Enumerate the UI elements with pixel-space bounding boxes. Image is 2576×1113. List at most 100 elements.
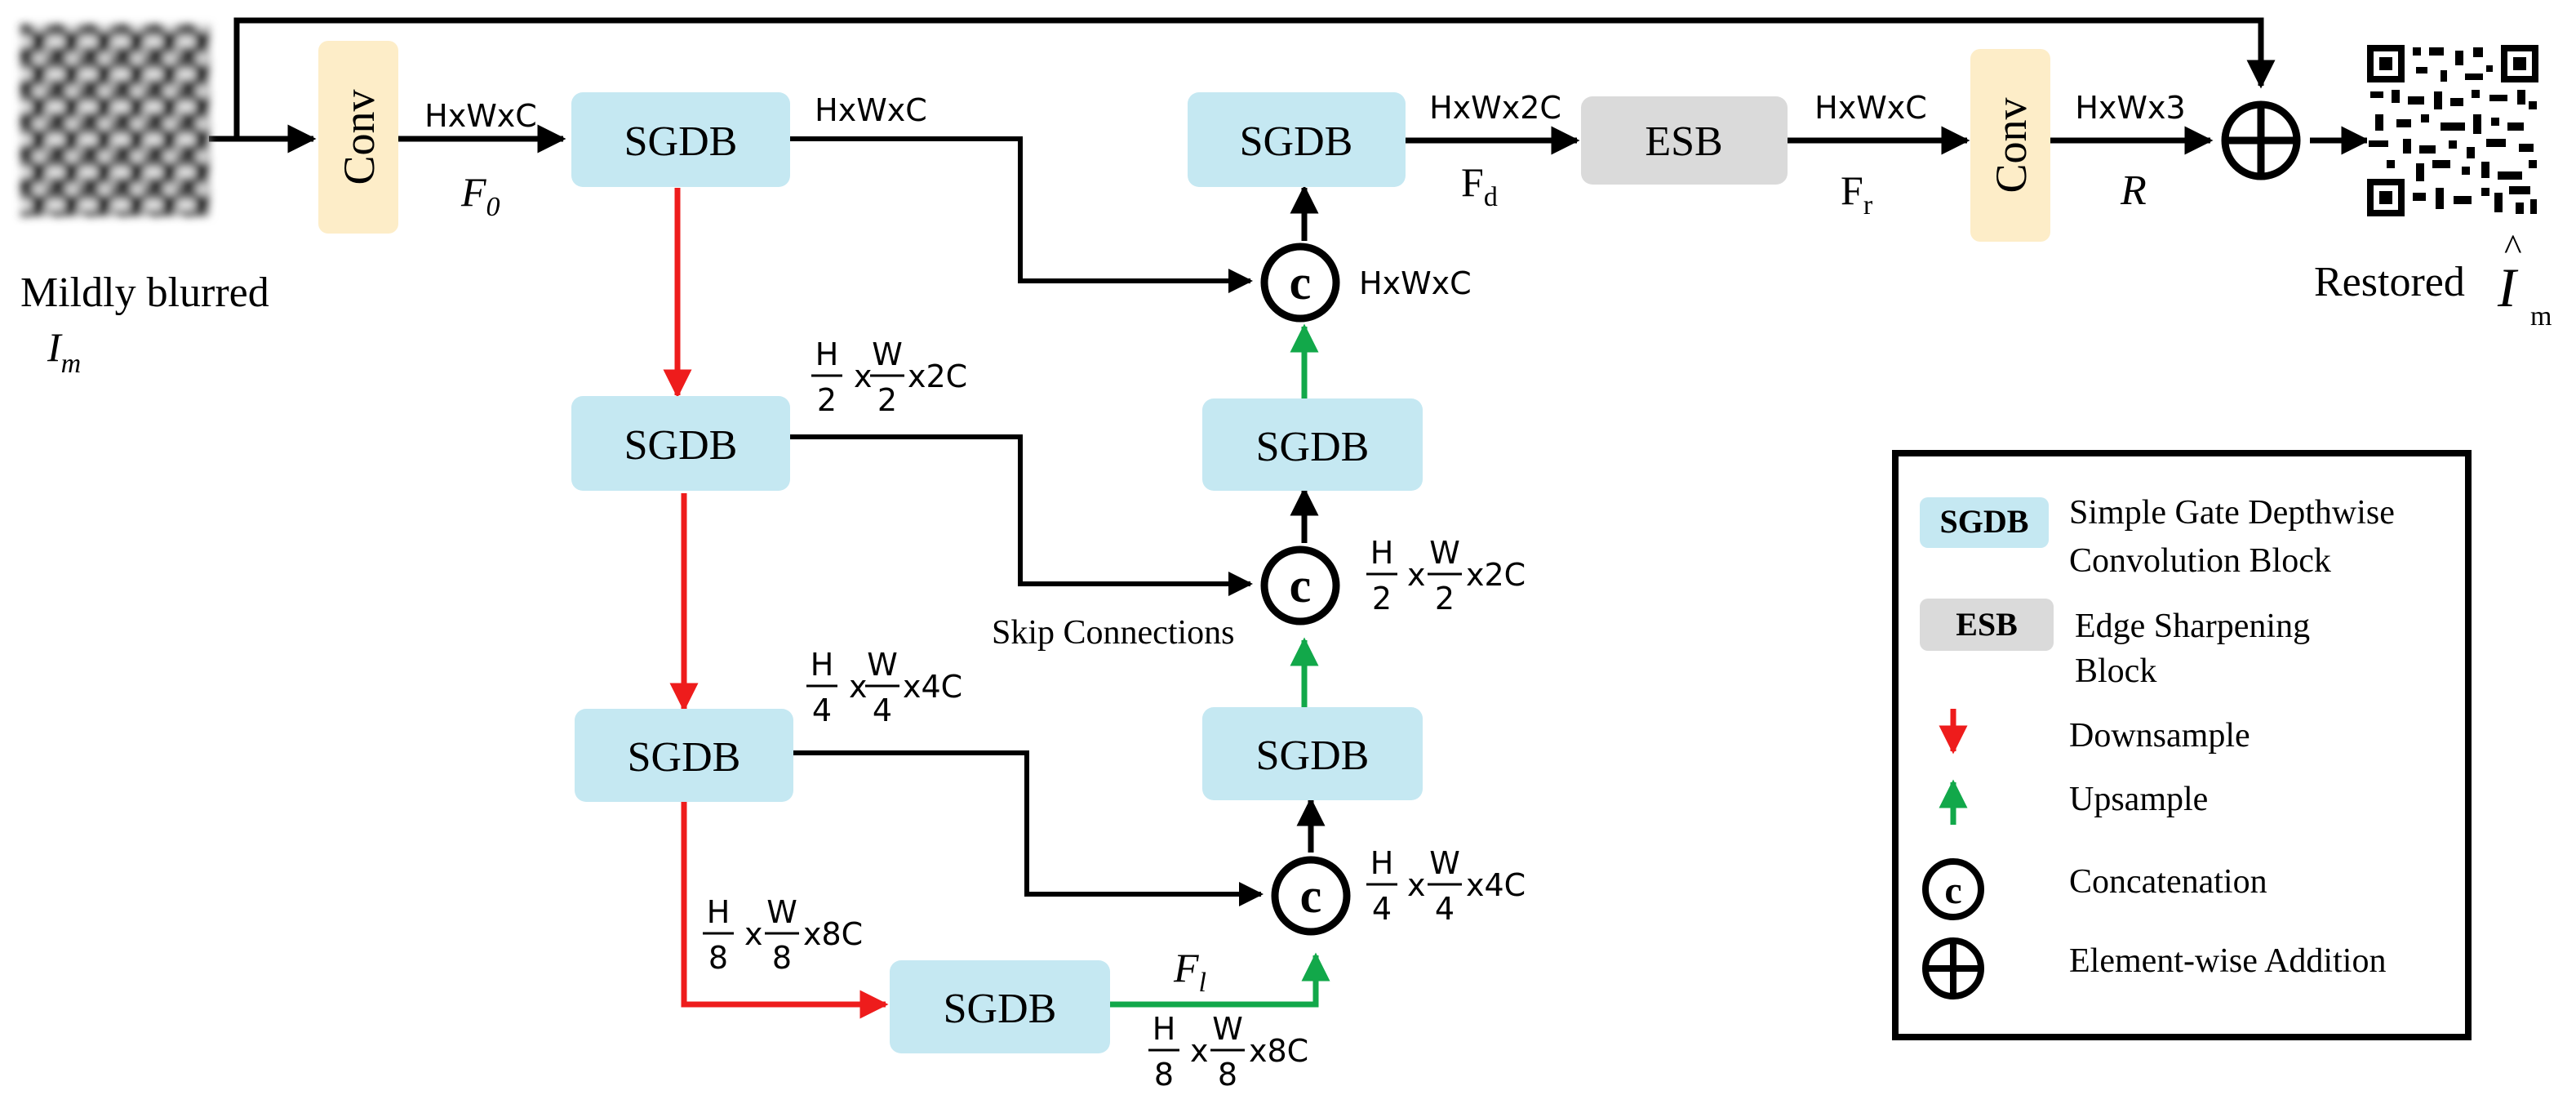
svg-text:x8C: x8C bbox=[1249, 1033, 1308, 1069]
legend-sgdb-key: SGDB bbox=[1940, 503, 2029, 540]
conv-block-input bbox=[318, 41, 398, 234]
svg-text:4: 4 bbox=[1435, 891, 1455, 927]
svg-text:H: H bbox=[707, 894, 731, 930]
legend-concatenation: Concatenation bbox=[2069, 863, 2267, 901]
upsample-arrow-1 bbox=[1110, 952, 1330, 1008]
svg-text:x: x bbox=[1190, 1033, 1209, 1069]
downsample-arrow-3 bbox=[681, 799, 889, 1019]
svg-text:SGDB: SGDB bbox=[1256, 424, 1370, 470]
svg-text:2: 2 bbox=[817, 382, 837, 418]
legend-esb-desc-2: Block bbox=[2075, 652, 2156, 690]
legend-addition-icon bbox=[1922, 937, 1984, 999]
svg-text:2: 2 bbox=[877, 382, 897, 418]
svg-text:SGDB: SGDB bbox=[624, 118, 738, 165]
output-symbol-hat: ^ bbox=[2504, 226, 2522, 268]
sgdb-encoder-3: SGDB bbox=[575, 709, 793, 802]
svg-text:W: W bbox=[1212, 1011, 1243, 1047]
conv-label-output: Conv bbox=[1987, 97, 2036, 193]
conv-label-input: Conv bbox=[335, 89, 384, 185]
svg-text:x8C: x8C bbox=[803, 916, 863, 952]
fl-label: Fl bbox=[1173, 945, 1206, 998]
input-caption: Mildly blurred bbox=[20, 269, 269, 316]
svg-text:x: x bbox=[854, 358, 873, 394]
dim-label-fr: HxWxC bbox=[1814, 90, 1927, 126]
svg-text:c: c bbox=[1290, 256, 1312, 309]
svg-text:8: 8 bbox=[1154, 1057, 1174, 1093]
conv-block-output bbox=[1970, 49, 2050, 242]
svg-text:4: 4 bbox=[812, 692, 832, 728]
sgdb-bottleneck: SGDB bbox=[890, 960, 1110, 1053]
dim-label-enc4: H 8 x W 8 x8C bbox=[703, 894, 863, 976]
svg-text:c: c bbox=[1300, 869, 1322, 923]
concat-node-1: c bbox=[1260, 243, 1340, 323]
svg-text:x: x bbox=[1407, 557, 1426, 593]
skip-connections-label: Skip Connections bbox=[992, 614, 1235, 652]
dim-label-concat2: H 2 x W 2 x2C bbox=[1366, 535, 1526, 617]
concat-node-3: c bbox=[1271, 856, 1351, 936]
svg-text:4: 4 bbox=[1372, 891, 1392, 927]
esb-block: ESB bbox=[1581, 96, 1788, 185]
svg-text:W: W bbox=[1429, 845, 1460, 881]
svg-text:W: W bbox=[1429, 535, 1460, 571]
legend-sgdb-desc-2: Convolution Block bbox=[2069, 542, 2331, 580]
svg-text:SGDB: SGDB bbox=[628, 734, 741, 781]
sgdb-decoder-3: SGDB bbox=[1202, 707, 1423, 800]
dim-label-enc3: H 4 x W 4 x4C bbox=[806, 647, 962, 728]
dim-label-concat1: HxWxC bbox=[1359, 265, 1472, 301]
svg-text:x2C: x2C bbox=[1466, 557, 1526, 593]
svg-text:SGDB: SGDB bbox=[624, 422, 738, 469]
restored-qr-image bbox=[2367, 45, 2538, 216]
dim-label-r: HxWx3 bbox=[2075, 90, 2185, 126]
legend-addition: Element-wise Addition bbox=[2069, 942, 2386, 980]
legend-esb-swatch bbox=[1920, 599, 2054, 651]
concat-node-2: c bbox=[1260, 545, 1340, 626]
r-label: R bbox=[2120, 167, 2147, 214]
svg-text:c: c bbox=[1290, 559, 1312, 612]
legend-upsample: Upsample bbox=[2069, 781, 2208, 818]
legend-concat-icon bbox=[1922, 858, 1984, 920]
fr-label: Fr bbox=[1841, 167, 1873, 220]
legend-esb-key: ESB bbox=[1956, 606, 2018, 643]
legend-esb-desc-1: Edge Sharpening bbox=[2075, 608, 2310, 645]
svg-text:4: 4 bbox=[873, 692, 892, 728]
svg-text:SGDB: SGDB bbox=[1256, 732, 1370, 779]
svg-text:8: 8 bbox=[1218, 1057, 1237, 1093]
svg-text:c: c bbox=[1944, 869, 1961, 912]
output-symbol-sub: m bbox=[2530, 301, 2552, 332]
input-symbol: Im bbox=[47, 324, 81, 379]
svg-text:SGDB: SGDB bbox=[944, 986, 1057, 1032]
svg-text:2: 2 bbox=[1435, 581, 1455, 617]
dim-label-concat3: H 4 x W 4 x4C bbox=[1366, 845, 1526, 927]
output-symbol: I bbox=[2497, 256, 2519, 318]
svg-text:H: H bbox=[1153, 1011, 1176, 1047]
sgdb-decoder-2: SGDB bbox=[1202, 398, 1423, 491]
input-blurred-image bbox=[20, 24, 210, 216]
svg-text:x: x bbox=[744, 916, 763, 952]
svg-text:x: x bbox=[849, 669, 868, 705]
dim-label-bottleneck: H 8 x W 8 x8C bbox=[1148, 1011, 1308, 1093]
legend-sgdb-swatch bbox=[1920, 497, 2049, 548]
dim-label-conv-out: HxWxC bbox=[424, 98, 537, 134]
svg-text:8: 8 bbox=[772, 940, 792, 976]
svg-text:8: 8 bbox=[708, 940, 728, 976]
svg-text:H: H bbox=[811, 647, 834, 683]
sgdb-decoder-1: SGDB bbox=[1188, 92, 1406, 187]
svg-text:x4C: x4C bbox=[903, 669, 962, 705]
legend-downsample: Downsample bbox=[2069, 717, 2250, 755]
svg-text:W: W bbox=[766, 894, 797, 930]
dim-label-fd: HxWx2C bbox=[1429, 90, 1561, 126]
connectors bbox=[209, 17, 2370, 1019]
dim-label-enc1: HxWxC bbox=[815, 92, 927, 128]
fd-label: Fd bbox=[1461, 159, 1498, 212]
dim-label-enc2: H 2 x W 2 x2C bbox=[811, 336, 967, 418]
svg-text:x4C: x4C bbox=[1466, 867, 1526, 903]
legend-sgdb-desc-1: Simple Gate Depthwise bbox=[2069, 494, 2395, 532]
svg-text:x2C: x2C bbox=[908, 358, 967, 394]
svg-text:ESB: ESB bbox=[1645, 118, 1722, 165]
skip-connection-level2 bbox=[790, 434, 1253, 596]
svg-text:H: H bbox=[815, 336, 839, 372]
sgdb-encoder-1: SGDB bbox=[571, 92, 790, 187]
element-wise-addition-node bbox=[2221, 100, 2301, 180]
skip-connection-level3 bbox=[792, 750, 1264, 906]
